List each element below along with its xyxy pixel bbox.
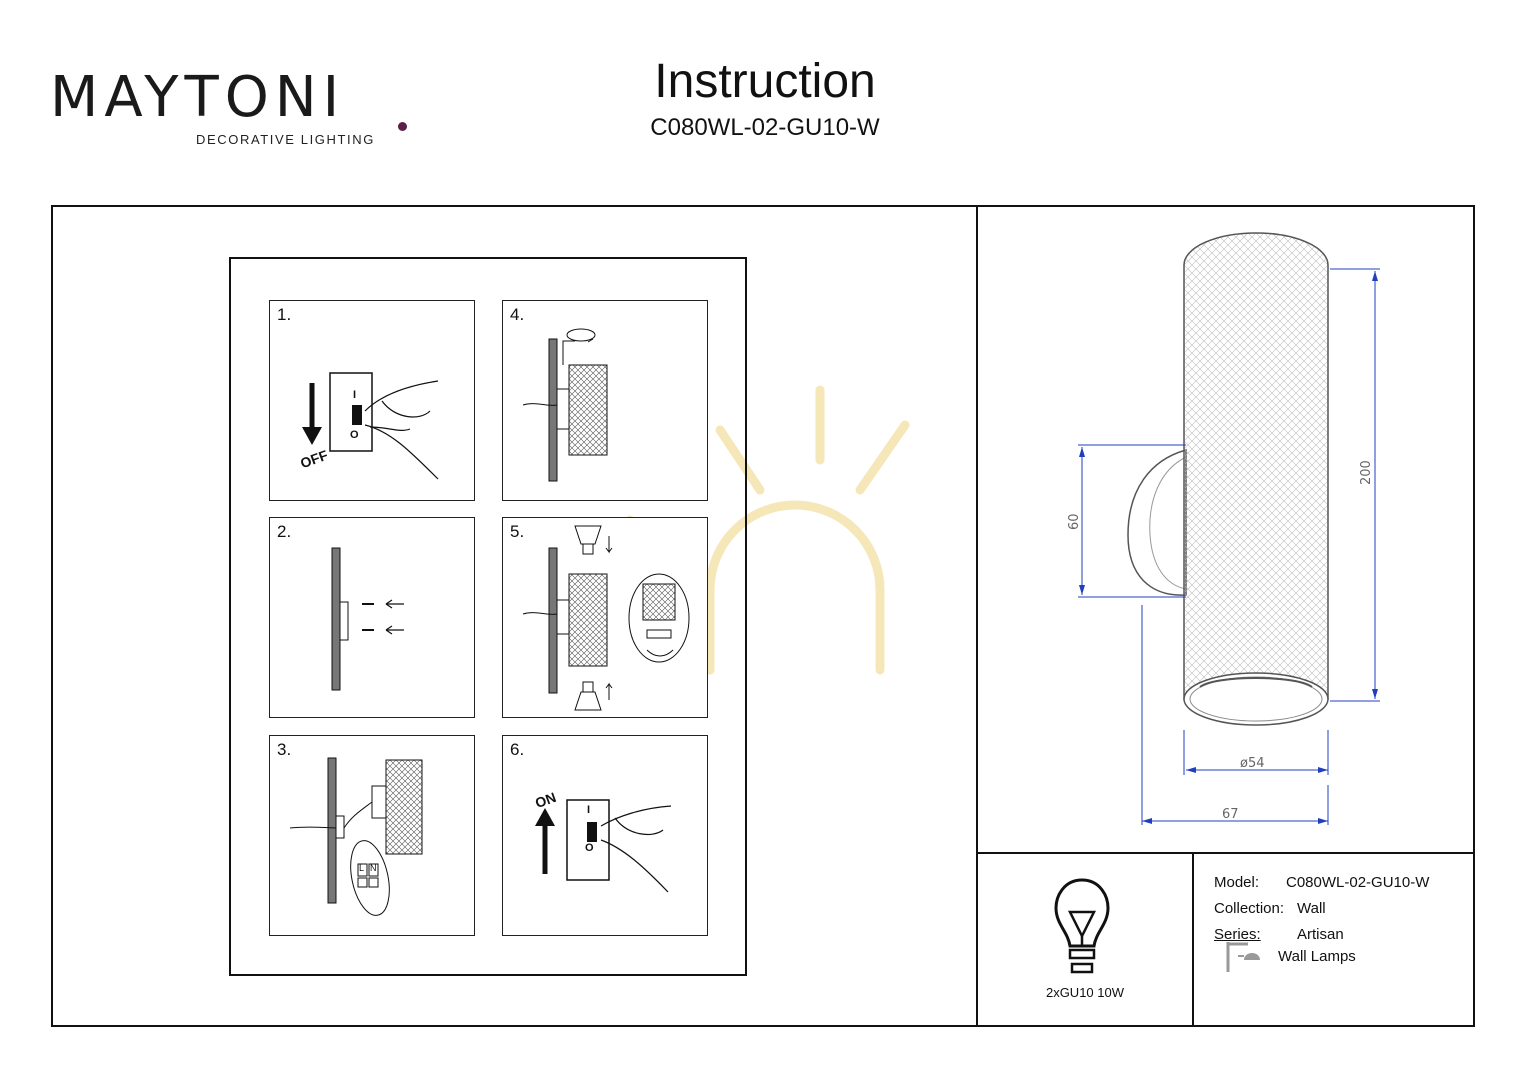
step-number: 6. xyxy=(510,740,525,759)
step-4-attach-body-illustration xyxy=(522,328,608,482)
step-number: 5. xyxy=(510,522,525,541)
spec-collection-label: Collection: xyxy=(1214,900,1285,917)
step-4-panel: 4. xyxy=(502,300,708,501)
spec-series-label: Series: xyxy=(1214,926,1261,943)
step-2-panel: 2. xyxy=(269,517,475,718)
switch-on-glyph: I xyxy=(353,389,357,401)
switch-off-glyph: O xyxy=(350,429,359,441)
light-bulb-icon xyxy=(1054,878,1110,974)
instruction-steps-frame: 1. I O OFF 2. xyxy=(229,257,747,976)
dim-base-label: 60 xyxy=(1067,513,1082,530)
switch-on-glyph: I xyxy=(587,804,591,816)
step-number: 3. xyxy=(277,740,292,759)
frame-divider xyxy=(976,205,978,1027)
step-5-bulb-install-illustration xyxy=(522,525,690,711)
sheet-frame xyxy=(51,205,1475,1027)
step-number: 1. xyxy=(277,305,292,324)
step-number: 2. xyxy=(277,522,292,541)
terminal-l-label: L xyxy=(359,863,365,873)
arrow-up-icon xyxy=(535,808,555,874)
spec-category-value: Wall Lamps xyxy=(1278,948,1356,965)
arrow-down-icon xyxy=(302,383,322,445)
step-5-panel: 5. xyxy=(502,517,708,718)
frame-divider xyxy=(976,852,1475,854)
step-number: 4. xyxy=(510,305,525,324)
dim-height-label: 200 xyxy=(1359,460,1374,485)
brand-logo: MAYTONI DECORATIVE LIGHTING xyxy=(50,60,407,150)
spec-collection-value: Wall xyxy=(1297,900,1326,917)
spec-series-value: Artisan xyxy=(1297,926,1344,943)
brand-name: MAYTONI xyxy=(50,65,346,130)
brand-tagline: DECORATIVE LIGHTING xyxy=(196,132,375,147)
dim-diameter-label: ø54 xyxy=(1240,756,1265,771)
step-6-panel: 6. I O ON xyxy=(502,735,708,936)
terminal-n-label: N xyxy=(370,863,377,873)
step-3-wiring-illustration xyxy=(289,757,423,916)
step-2-bracket-mount-illustration xyxy=(331,547,404,691)
spec-model-label: Model: xyxy=(1214,874,1260,891)
wall-lamp-icon xyxy=(1226,942,1260,972)
step-6-switch-on-illustration xyxy=(535,799,672,893)
page-title: Instruction xyxy=(654,55,876,108)
spec-model-value: C080WL-02-GU10-W xyxy=(1286,874,1430,891)
step-3-panel: 3. L N xyxy=(269,735,475,936)
page-subtitle-model: C080WL-02-GU10-W xyxy=(650,114,880,141)
hand-icon xyxy=(364,380,439,480)
brand-dot xyxy=(398,122,407,131)
step-1-panel: 1. I O OFF xyxy=(269,300,475,501)
dimension-drawing: 200 60 ø54 67 xyxy=(1067,232,1380,825)
hand-icon xyxy=(600,805,672,893)
dim-depth-label: 67 xyxy=(1222,807,1239,822)
frame-divider xyxy=(1192,852,1194,1027)
switch-off-glyph: O xyxy=(585,842,594,854)
bulb-caption: 2xGU10 10W xyxy=(1045,985,1125,1000)
step-1-switch-off-illustration xyxy=(302,372,439,480)
